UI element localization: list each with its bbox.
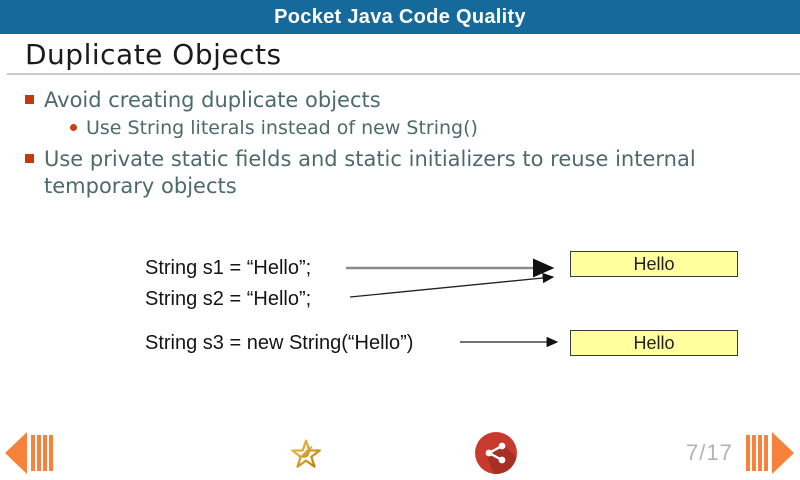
page-indicator: 7/17: [686, 440, 733, 465]
code-line-s1: String s1 = “Hello”;: [145, 257, 312, 279]
bullet-item: Avoid creating duplicate objects: [25, 87, 381, 114]
previous-arrow-icon: [5, 432, 53, 474]
title-divider: [7, 73, 800, 75]
memory-box: Hello: [570, 251, 738, 277]
rate-button[interactable]: [286, 434, 326, 477]
app-title: Pocket Java Code Quality: [274, 5, 526, 28]
next-slide-button[interactable]: [744, 432, 794, 477]
memory-box-label: Hello: [633, 332, 675, 353]
sub-bullet-item: Use String literals instead of new Strin…: [70, 116, 478, 141]
arrow-s2-to-box: [349, 272, 555, 298]
square-bullet-icon: [25, 95, 34, 104]
code-line-s2: String s2 = “Hello”;: [145, 288, 312, 310]
bullet-text: Use private static fields and static ini…: [44, 147, 696, 198]
app-title-bar: Pocket Java Code Quality: [0, 0, 800, 34]
bullet-item: Use private static fields and static ini…: [25, 146, 739, 200]
code-line-s3: String s3 = new String(“Hello”): [145, 332, 414, 354]
bullet-text: Avoid creating duplicate objects: [44, 88, 381, 112]
rate-star-icon: [291, 439, 321, 468]
slide-title: Duplicate Objects: [25, 38, 282, 71]
share-button[interactable]: [474, 431, 518, 478]
memory-box-label: Hello: [633, 253, 675, 274]
next-arrow-icon: [746, 432, 794, 474]
previous-slide-button[interactable]: [5, 432, 55, 477]
sub-bullet-text: Use String literals instead of new Strin…: [86, 117, 478, 139]
share-icon: [475, 432, 517, 474]
round-bullet-icon: [70, 124, 77, 131]
square-bullet-icon: [25, 154, 34, 163]
memory-box: Hello: [570, 330, 738, 356]
